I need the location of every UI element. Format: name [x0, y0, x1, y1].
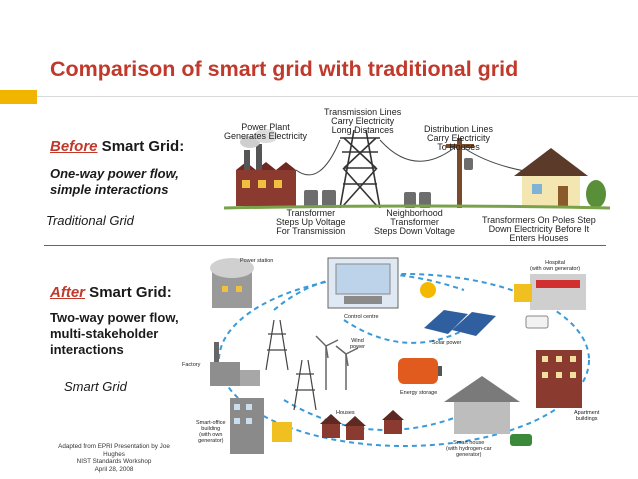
smart-house-label: Smart house (with hydrogen-car generator…	[446, 440, 492, 458]
neighborhood-transformer-label-line: Steps Down Voltage	[374, 226, 456, 236]
hospital-label: Hospital (with own generator)	[530, 260, 580, 272]
smart-house-label-line: (with hydrogen-car	[446, 446, 492, 452]
after-heading-highlight: After	[50, 284, 86, 301]
neighborhood-transformer-label-line: Neighborhood	[386, 208, 443, 218]
apartment-label: Apartment buildings	[574, 410, 599, 422]
pylon-icon	[265, 319, 317, 411]
smart-office-label-line: generator)	[198, 438, 224, 444]
accent-bar	[0, 90, 37, 104]
house-icon	[514, 148, 606, 208]
houses-label: Houses	[336, 410, 355, 416]
distribution-lines-label-line: To Houses	[437, 142, 480, 152]
smart-grid-illustration	[210, 257, 590, 454]
pole-transformers-label-line: Down Electricity Before It	[488, 224, 590, 234]
smart-house-label-line: Smart house	[453, 440, 485, 446]
smart-office-label-line: building	[201, 426, 221, 432]
smart-grid-caption: Smart Grid	[64, 379, 127, 394]
before-subtitle-line-1: One-way power flow,	[50, 166, 179, 181]
smart-office-label: Smart-office building (with own generato…	[196, 420, 226, 444]
neighborhood-transformer-label-line: Transformer	[390, 217, 439, 227]
power-plant-label: Power Plant Generates Electricity	[224, 123, 307, 141]
after-subtitle: Two-way power flow, multi-stakeholder in…	[50, 310, 220, 358]
hospital-label-line: (with own generator)	[530, 266, 581, 272]
power-station-icon	[210, 258, 254, 308]
wind-turbine-icon	[315, 335, 359, 390]
houses-icon	[320, 410, 404, 440]
transmission-lines-label-line: Long Distances	[331, 125, 394, 135]
apartment-label-line: buildings	[575, 416, 598, 422]
control-centre-label: Control centre	[344, 314, 379, 320]
hospital-icon	[514, 274, 586, 310]
apartment-icon	[536, 350, 582, 408]
pole-transformers-label-line: Enters Houses	[509, 233, 569, 243]
solar-panel-icon	[424, 310, 496, 336]
before-subtitle: One-way power flow, simple interactions	[50, 166, 220, 198]
credit-line: April 28, 2008	[94, 465, 134, 473]
sun-icon	[420, 282, 436, 298]
transformer-label: Transformer Steps Up Voltage For Transmi…	[276, 209, 346, 236]
after-subtitle-line-1: Two-way power flow,	[50, 310, 179, 325]
hospital-label-line: Hospital	[545, 260, 565, 266]
apartment-label-line: Apartment	[574, 410, 600, 416]
smart-office-label-line: (with own	[199, 432, 223, 438]
before-subtitle-line-2: simple interactions	[50, 182, 169, 197]
battery-icon	[398, 358, 442, 384]
accent-line	[37, 96, 638, 97]
power-plant-label-line: Generates Electricity	[224, 131, 308, 141]
wind-power-label-line: power	[350, 344, 365, 350]
energy-storage-label: Energy storage	[400, 390, 438, 396]
transmission-tower-icon	[339, 129, 381, 209]
distribution-pole-icon	[446, 138, 474, 208]
smart-grid-panel: After Smart Grid: Two-way power flow, mu…	[44, 250, 610, 473]
credit-line: NIST Standards Workshop	[76, 458, 152, 465]
traditional-grid-panel: Before Smart Grid: One-way power flow, s…	[44, 108, 610, 243]
ambulance-icon	[525, 315, 549, 329]
distribution-lines-label: Distribution Lines Carry Electricity To …	[424, 125, 493, 152]
after-subtitle-line-3: interactions	[50, 342, 124, 357]
transformer-label-line: Transformer	[286, 208, 336, 218]
transformer-label-line: Steps Up Voltage	[276, 217, 346, 227]
slide-title: Comparison of smart grid with traditiona…	[50, 57, 519, 81]
smart-office-icon	[230, 398, 292, 454]
pole-transformers-label-line: Transformers On Poles Step	[482, 215, 596, 225]
power-station-label: Power station	[240, 258, 274, 264]
after-heading-rest: Smart Grid:	[85, 284, 172, 301]
power-plant-label-line: Power Plant	[241, 122, 290, 132]
after-heading: After Smart Grid:	[50, 284, 172, 301]
smart-house-label-line: generator)	[456, 452, 482, 458]
before-heading-highlight: Before	[50, 138, 98, 155]
traditional-grid-caption: Traditional Grid	[46, 213, 134, 228]
power-plant-icon	[236, 129, 296, 206]
distribution-lines-label-line: Carry Electricity	[427, 133, 491, 143]
traditional-grid-illustration	[223, 129, 610, 210]
transmission-lines-label: Transmission Lines Carry Electricity Lon…	[324, 108, 401, 135]
wind-power-label: Wind power	[350, 338, 365, 350]
before-heading-rest: Smart Grid:	[97, 138, 185, 155]
credit-line: Adapted from EPRI Presentation by Joe Hu…	[58, 443, 170, 458]
after-subtitle-line-2: multi-stakeholder	[50, 326, 159, 341]
transmission-lines-label-line: Carry Electricity	[331, 116, 395, 126]
credit-note: Adapted from EPRI Presentation by Joe Hu…	[54, 443, 174, 473]
wind-power-label-line: Wind	[351, 338, 364, 344]
distribution-lines-label-line: Distribution Lines	[424, 124, 494, 134]
before-heading: Before Smart Grid:	[50, 138, 184, 155]
transmission-lines-label-line: Transmission Lines	[324, 107, 402, 117]
smart-house-icon	[444, 376, 532, 446]
transformer-label-line: For Transmission	[276, 226, 346, 236]
neighborhood-transformer-label: Neighborhood Transformer Steps Down Volt…	[374, 209, 455, 236]
pole-transformers-label: Transformers On Poles Step Down Electric…	[482, 216, 596, 243]
step-up-transformer-icon	[304, 190, 336, 208]
solar-power-label: Solar power	[432, 340, 462, 346]
factory-icon	[210, 342, 260, 386]
smart-office-label-line: Smart-office	[196, 420, 226, 426]
panel-divider	[44, 245, 606, 246]
control-centre-icon	[327, 257, 399, 309]
factory-label: Factory	[182, 362, 201, 368]
neighborhood-transformer-icon	[404, 192, 431, 208]
